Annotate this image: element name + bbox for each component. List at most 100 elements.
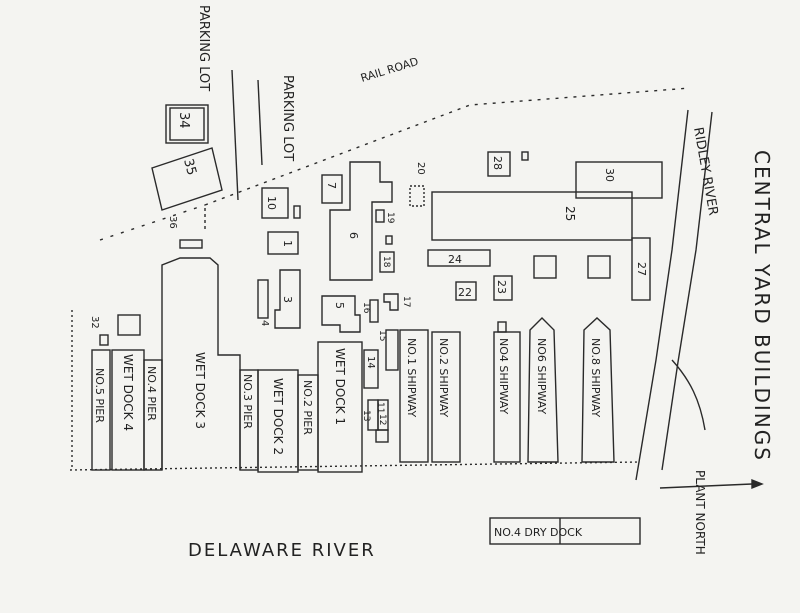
building-6 [329,161,393,281]
shipway-1-label: NO.1 SHIPWAY [405,338,418,418]
building-34 [165,104,209,144]
pier-2-label: NO.2 PIER [301,380,314,435]
wet-dock-1-label: WET DOCK 1 [333,348,347,425]
wet-dock-3-label: WET DOCK 3 [193,352,207,429]
building-22 [455,281,477,301]
ridley-river-creek [671,359,706,431]
building-11-label: 11 [375,402,385,413]
rail-road-spur [99,204,206,241]
building-11 [375,429,389,443]
shipway-1 [399,329,429,463]
building-27 [631,237,651,301]
dry-dock-4-label: NO.4 DRY DOCK [494,526,583,539]
delaware-river-label: DELAWARE RIVER [188,540,376,561]
building-32-label: 32 [89,316,100,329]
building-17-label: 17 [401,296,411,307]
building-14 [363,349,379,389]
building-32-small [99,334,109,346]
ridley-river-label: RIDLEY RIVER [690,126,720,217]
building-18-label: 18 [381,256,391,268]
north-arrow-line [659,483,753,489]
building-10 [261,187,289,219]
wet-dock-1 [317,341,363,473]
parking-lot-label-2: PARKING LOT [280,75,295,161]
building-22-label: 22 [458,286,472,299]
building-4 [257,279,269,319]
building-23-label: 23 [495,280,508,294]
building-36-label: 36 [167,216,178,229]
building-10-label: 10 [265,196,278,210]
building-17 [383,293,399,311]
building-16-label: 16 [361,302,371,314]
building-10-annex [293,205,301,219]
wet-dock-2-label: WET DOCK 2 [271,378,285,455]
building-19-label: 19 [385,212,395,224]
building-6-label: 6 [347,232,360,239]
pier-4-label: NO.4 PIER [145,366,158,421]
ridley-river-bank-east [661,111,713,471]
map-title: CENTRAL YARD BUILDINGS [750,150,774,462]
building-36 [179,239,203,249]
shipway-8-label: NO.8 SHIPWAY [589,338,602,418]
building-20 [409,185,425,207]
shipway-2-label: NO.2 SHIPWAY [437,338,450,418]
building-15 [385,329,399,371]
pier-5-label: NO.5 PIER [93,368,106,423]
dry-dock-4 [489,517,641,545]
building-23 [493,275,513,301]
building-20-label: 20 [415,162,426,175]
building-28-label: 28 [491,156,504,170]
building-24-label: 24 [448,253,462,266]
building-28 [487,151,511,177]
pier-3-label: NO.3 PIER [241,374,254,429]
wet-dock-4-label: WET DOCK 4 [121,354,135,431]
rail-road-label: RAIL ROAD [359,55,420,85]
building-28-annex [521,151,529,161]
building-7 [321,174,343,204]
parking-boundary-line [257,79,263,166]
building-1-label: 1 [281,240,294,247]
building-27-label: 27 [635,262,648,276]
shipway-4 [493,331,521,463]
building-24 [427,249,491,267]
building-13-label: 13 [361,410,371,421]
building-18 [379,251,395,273]
building-3-label: 3 [281,296,294,303]
pier-4 [143,359,163,471]
pier-5 [91,349,111,471]
ridley-river-bank-west [635,109,689,481]
building-35-label: 35 [180,157,199,177]
building-12-label: 12 [377,414,387,425]
building-30 [575,161,663,199]
plant-north-label: PLANT NORTH [693,470,707,555]
building-7-label: 7 [325,182,338,189]
building-square-a [533,255,557,279]
shipway-2 [431,331,461,463]
building-square-b [587,255,611,279]
shipway-4-label: NO4 SHIPWAY [497,338,510,414]
north-arrow-head [751,478,764,490]
building-30-label: 30 [603,168,616,182]
shipway-6 [527,317,559,463]
building-3 [274,269,301,329]
building-32 [117,314,141,336]
shipway-6-label: NO6 SHIPWAY [535,338,548,414]
building-34-label: 34 [176,112,191,129]
building-4-label: 4 [259,320,270,326]
building-5 [321,295,361,333]
building-34-inner [169,107,205,141]
building-15-label: 15 [377,330,387,341]
parking-lot-label-1: PARKING LOT [196,5,211,91]
building-35 [151,147,223,211]
building-19-annex [385,235,393,245]
building-14-label: 14 [365,356,376,369]
parking-boundary-line [231,69,239,201]
building-16 [369,299,379,323]
building-19 [375,209,385,223]
wet-dock-3 [161,257,241,470]
building-5-label: 5 [333,302,346,309]
shoreline-line [69,461,641,471]
building-1 [267,231,299,255]
